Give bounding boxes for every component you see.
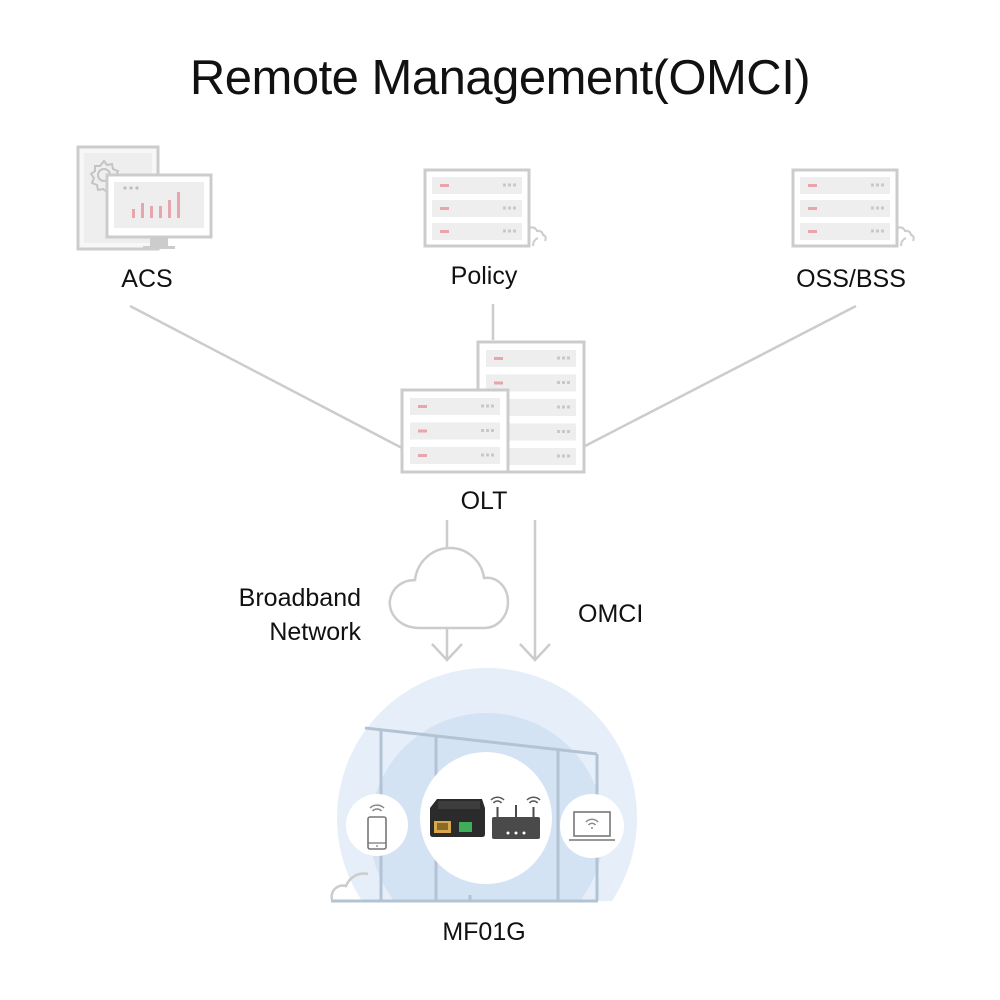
server-row bbox=[410, 447, 500, 464]
server-stack-icon bbox=[400, 340, 586, 474]
omci-link bbox=[519, 520, 551, 662]
server-row bbox=[432, 223, 522, 240]
status-led bbox=[440, 184, 449, 187]
media-converter-icon bbox=[430, 799, 485, 837]
status-led bbox=[808, 207, 817, 210]
server-row bbox=[486, 350, 576, 367]
gear-icon bbox=[896, 226, 915, 247]
arrow-down-icon bbox=[431, 643, 463, 662]
oss-bss-label: OSS/BSS bbox=[796, 265, 906, 293]
smartphone-icon bbox=[346, 794, 408, 856]
broadband-link bbox=[388, 520, 510, 662]
status-led bbox=[440, 230, 449, 233]
status-led bbox=[440, 207, 449, 210]
server-icon bbox=[423, 168, 547, 248]
status-led bbox=[808, 184, 817, 187]
connection-lines bbox=[129, 304, 857, 450]
status-led bbox=[808, 230, 817, 233]
page-title: Remote Management(OMCI) bbox=[189, 51, 811, 105]
broadband-label-line1: Broadband bbox=[239, 584, 361, 612]
monitor-chart-icon bbox=[76, 145, 213, 251]
cloud-icon bbox=[388, 546, 510, 630]
status-led bbox=[494, 357, 503, 360]
server-row bbox=[800, 177, 890, 194]
omci-label: OMCI bbox=[578, 600, 643, 628]
status-led bbox=[494, 381, 503, 385]
status-led bbox=[418, 454, 427, 457]
status-led bbox=[418, 429, 427, 433]
laptop-icon bbox=[560, 794, 624, 858]
server-row bbox=[800, 223, 890, 240]
wifi-router-icon bbox=[490, 796, 541, 839]
status-led bbox=[418, 405, 427, 408]
acs-olt-line bbox=[129, 304, 403, 450]
server-row bbox=[432, 177, 522, 194]
olt-label: OLT bbox=[461, 487, 508, 515]
oss-olt-line bbox=[584, 304, 857, 448]
arrow-down-icon bbox=[519, 643, 551, 662]
acs-label: ACS bbox=[121, 265, 172, 293]
bar-chart-icon bbox=[132, 192, 180, 218]
server-icon bbox=[791, 168, 915, 248]
server-row bbox=[432, 200, 522, 217]
cloud-icon bbox=[330, 872, 369, 901]
home-network-icon bbox=[330, 668, 637, 903]
gear-icon bbox=[528, 226, 547, 247]
server-row bbox=[410, 398, 500, 415]
mf01g-label: MF01G bbox=[442, 918, 525, 946]
server-row bbox=[410, 422, 500, 440]
broadband-label-line2: Network bbox=[269, 618, 361, 646]
policy-label: Policy bbox=[451, 262, 518, 290]
server-row bbox=[486, 374, 576, 392]
server-row bbox=[800, 200, 890, 217]
